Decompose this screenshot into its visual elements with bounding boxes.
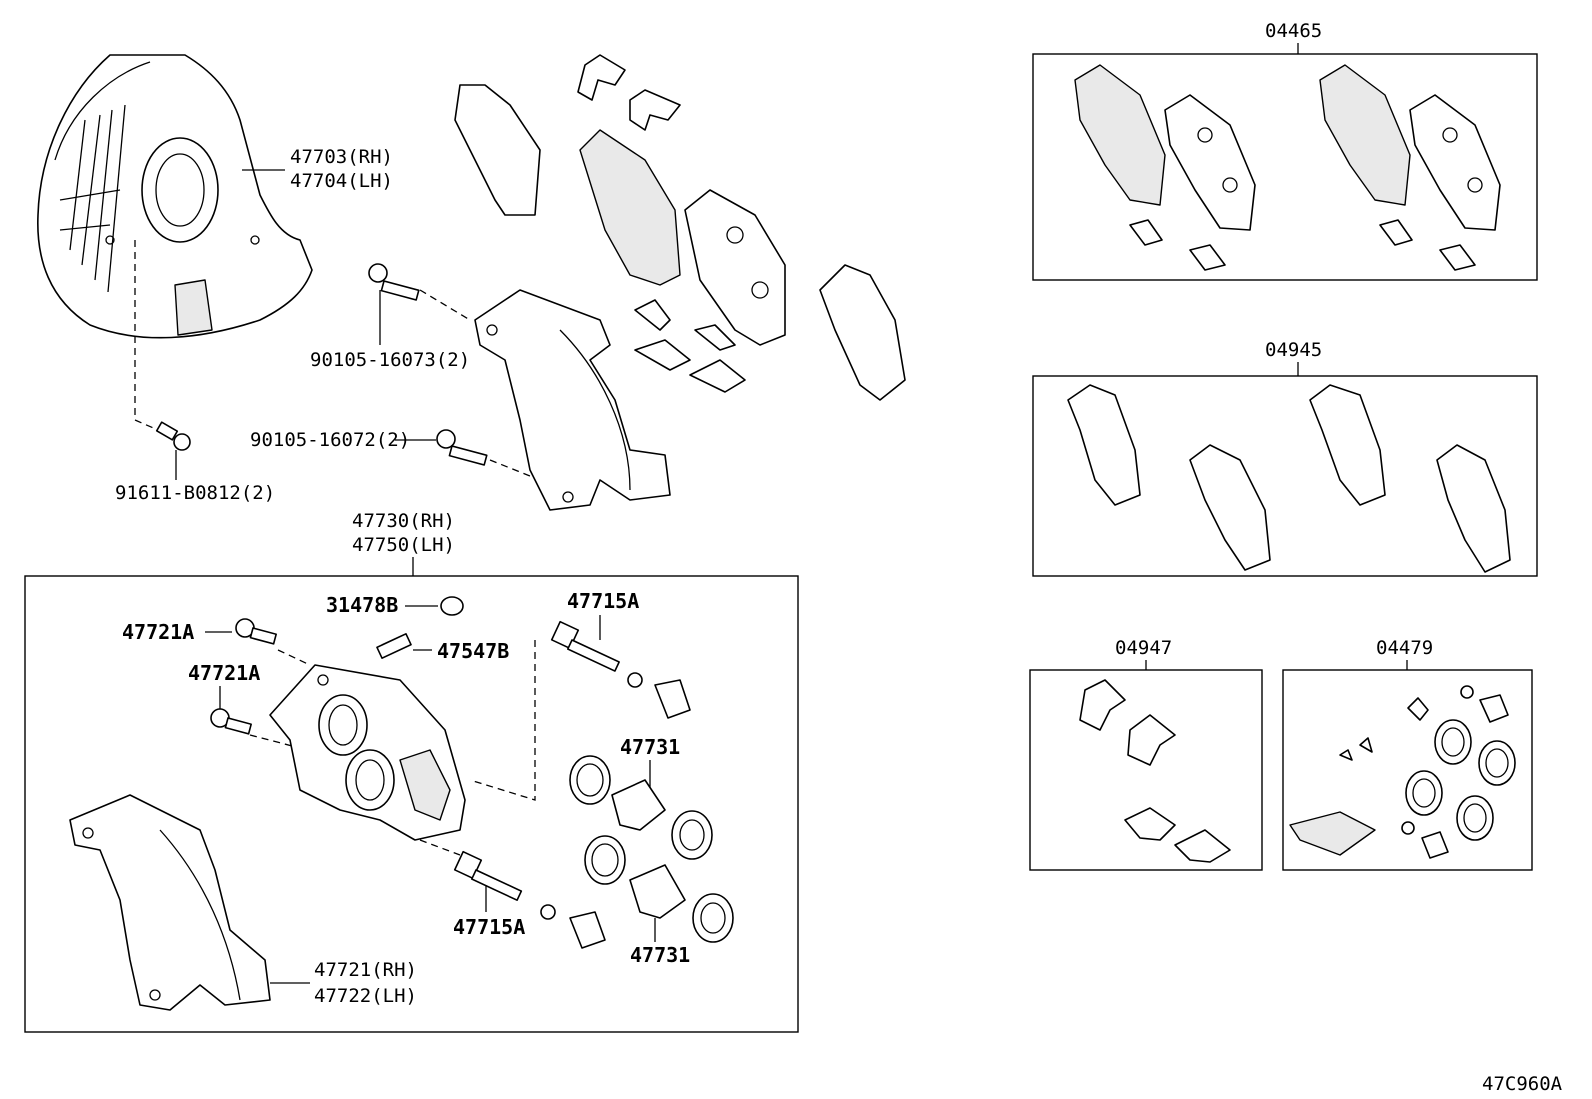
slide-pin-lower-illustration[interactable]	[453, 850, 606, 949]
fitting-kit-box[interactable]	[1029, 669, 1263, 871]
mounting-bracket-lower-illustration[interactable]	[69, 794, 271, 1011]
bolt-lower-illustration[interactable]	[436, 429, 488, 466]
bolt-upper-illustration[interactable]	[368, 263, 420, 301]
bolt-a2-illustration[interactable]	[210, 708, 252, 735]
shim-kit-label: 04945	[1265, 339, 1322, 361]
caliper-assy-box	[24, 575, 799, 1033]
fitting-kit-clips-illustration	[1079, 679, 1231, 863]
dust-cover-label-lh: 47704(LH)	[290, 170, 393, 192]
piston-lower-label: 47731	[630, 943, 690, 967]
mounting-bracket-upper-illustration[interactable]	[474, 289, 671, 511]
dust-cover-illustration[interactable]	[37, 54, 313, 339]
caliper-assy-label-lh: 47750(LH)	[352, 534, 455, 556]
cylinder-kit-label: 04479	[1376, 637, 1433, 659]
dust-cover-label-rh: 47703(RH)	[290, 146, 393, 168]
shim-outer-illustration[interactable]	[454, 84, 541, 216]
fitting-kit-label: 04947	[1115, 637, 1172, 659]
piston-set-upper-illustration[interactable]	[569, 755, 713, 860]
caliper-body-illustration[interactable]	[269, 664, 466, 841]
bleeder-cap-label: 31478B	[326, 593, 398, 617]
clip-lower-illustration[interactable]	[634, 299, 746, 393]
bolt-upper-label: 90105-16073(2)	[310, 349, 470, 371]
bleeder-plug-illustration[interactable]	[376, 633, 412, 659]
cover-bolt-label: 91611-B0812(2)	[115, 482, 275, 504]
pad-kit-pads-illustration	[1074, 64, 1501, 271]
bolt-a2-label: 47721A	[188, 661, 260, 685]
piston-upper-label: 47731	[620, 735, 680, 759]
slide-pin-lower-label: 47715A	[453, 915, 525, 939]
bolt-a1-label: 47721A	[122, 620, 194, 644]
pad-inner-illustration[interactable]	[579, 129, 681, 286]
bleeder-cap-illustration[interactable]	[440, 596, 464, 616]
piston-set-lower-illustration[interactable]	[584, 835, 734, 943]
shim-kit-box[interactable]	[1032, 375, 1538, 577]
bleeder-plug-label: 47547B	[437, 639, 509, 663]
cylinder-kit-seals-illustration	[1289, 685, 1516, 859]
slide-pin-upper-illustration[interactable]	[550, 620, 691, 719]
mounting-label-lh: 47722(LH)	[314, 985, 417, 1007]
clip-upper-illustration[interactable]	[577, 54, 681, 131]
slide-pin-upper-label: 47715A	[567, 589, 639, 613]
pad-kit-label: 04465	[1265, 20, 1322, 42]
cover-bolt-illustration[interactable]	[155, 421, 191, 451]
caliper-assy-label-rh: 47730(RH)	[352, 510, 455, 532]
pad-kit-box[interactable]	[1032, 53, 1538, 281]
shim-inner-illustration[interactable]	[819, 264, 906, 401]
mounting-label-rh: 47721(RH)	[314, 959, 417, 981]
pad-outer-illustration[interactable]	[684, 189, 786, 346]
shim-kit-shims-illustration	[1067, 384, 1511, 573]
bolt-a1-illustration[interactable]	[235, 618, 277, 645]
diagram-id: 47C960A	[1482, 1073, 1563, 1095]
bolt-lower-label: 90105-16072(2)	[250, 429, 410, 451]
cylinder-kit-box[interactable]	[1282, 669, 1533, 871]
